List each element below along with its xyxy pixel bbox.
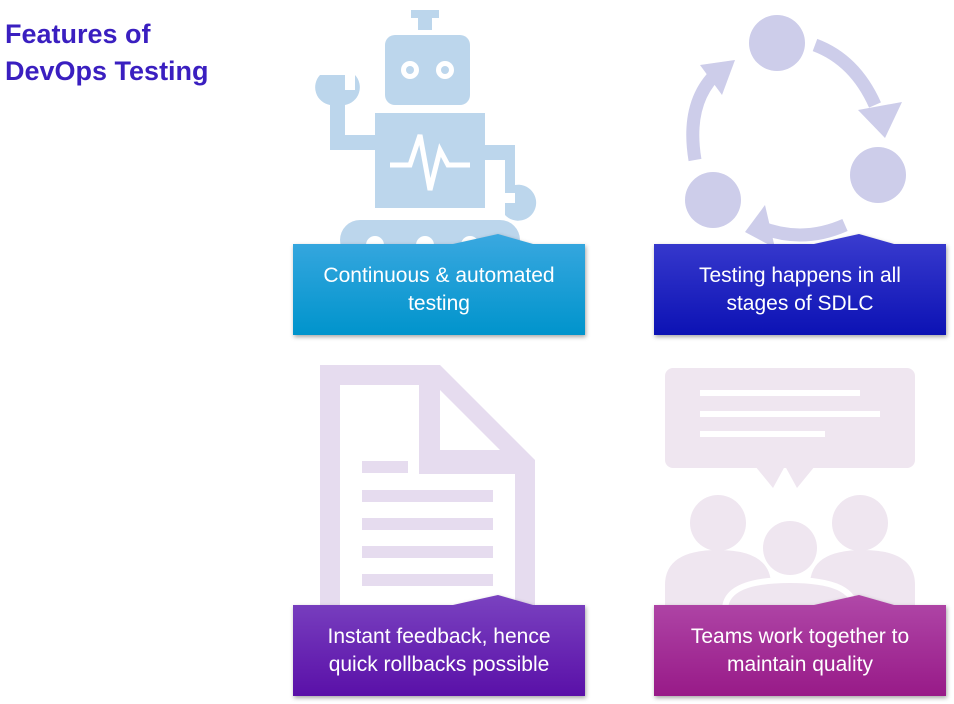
cycle-icon (685, 15, 906, 248)
card-background (293, 595, 585, 696)
slide-title: Features of DevOps Testing (5, 19, 209, 86)
document-icon (320, 365, 535, 610)
card-background (654, 234, 946, 335)
robot-icon (315, 10, 537, 250)
team-chat-icon (665, 368, 915, 610)
card-background (654, 595, 946, 696)
card-background (293, 234, 585, 335)
